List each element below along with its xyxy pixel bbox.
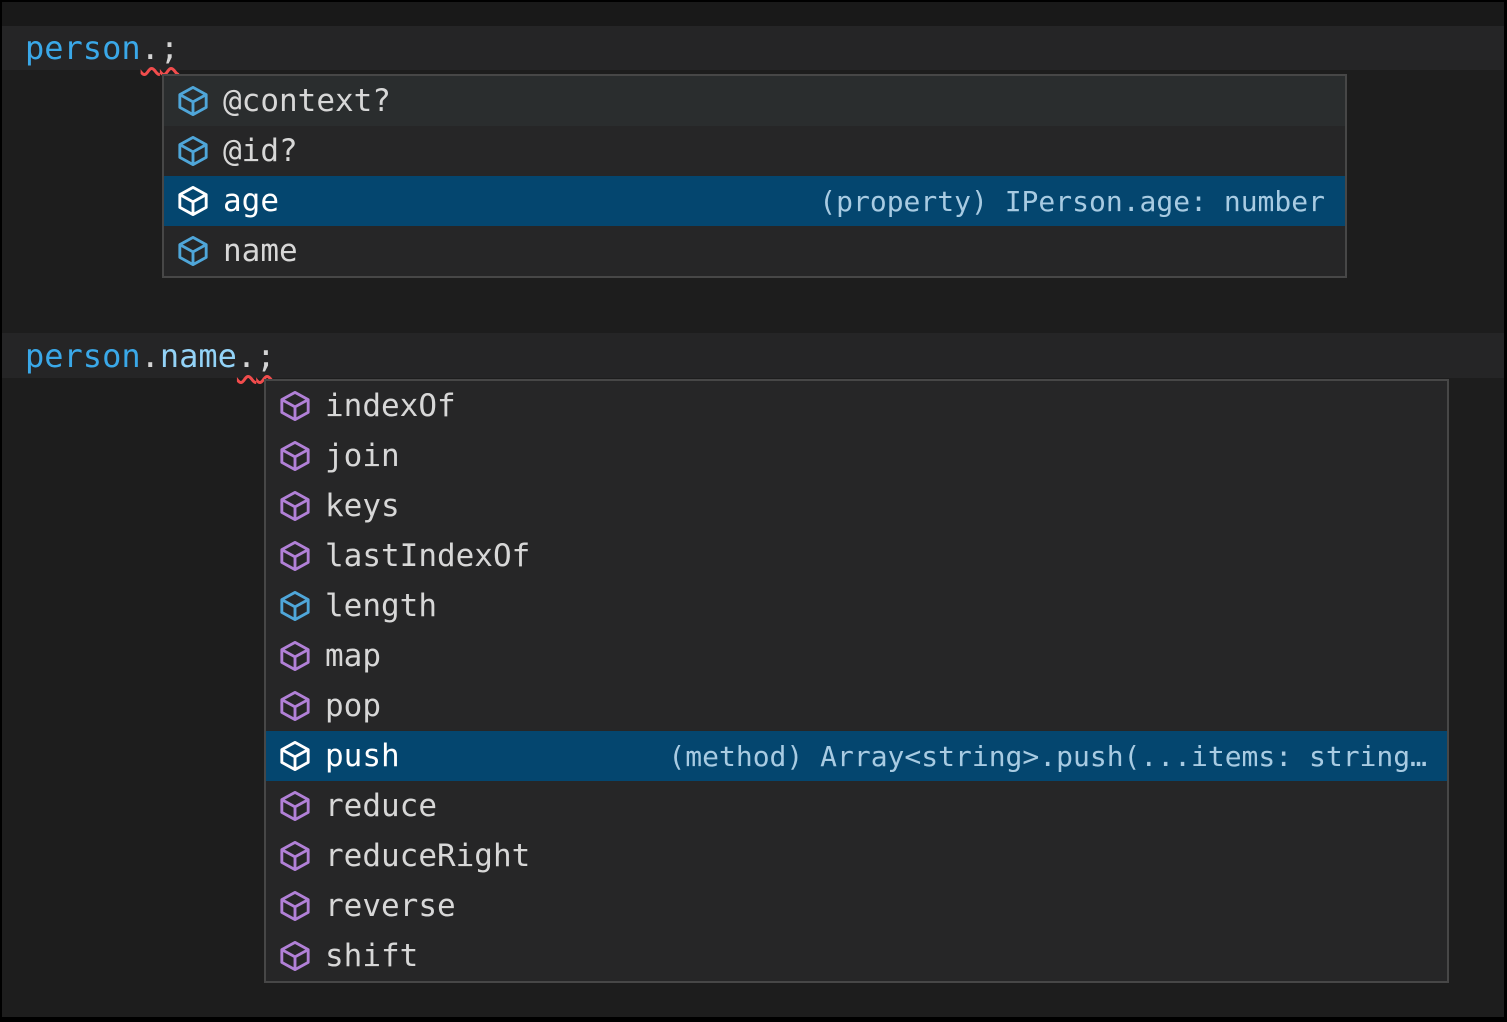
symbol-field-icon bbox=[176, 234, 210, 268]
symbol-field-icon bbox=[278, 589, 312, 623]
suggestion-label: reduce bbox=[325, 788, 437, 824]
symbol-method-icon bbox=[278, 889, 312, 923]
suggest-widget-1: @context? @id? age (property) IPerson.age: … bbox=[162, 74, 1347, 278]
code-line-1[interactable]: person.; bbox=[25, 26, 179, 70]
symbol-method-icon bbox=[278, 539, 312, 573]
suggestion-item[interactable]: indexOf bbox=[266, 381, 1447, 431]
code-line-2[interactable]: person.name.; bbox=[25, 334, 275, 378]
suggestion-label: indexOf bbox=[325, 388, 456, 424]
code-token: person bbox=[25, 29, 141, 67]
suggestion-label: age bbox=[223, 183, 279, 219]
current-line-highlight-2 bbox=[2, 333, 1504, 378]
code-token-error: ; bbox=[256, 337, 276, 375]
symbol-method-icon bbox=[278, 789, 312, 823]
suggestion-label: @id? bbox=[223, 133, 298, 169]
suggestion-item[interactable]: join bbox=[266, 431, 1447, 481]
suggestion-label: name bbox=[223, 233, 298, 269]
suggestion-item[interactable]: reverse bbox=[266, 881, 1447, 931]
code-token: person bbox=[25, 337, 141, 375]
suggestion-label: map bbox=[325, 638, 381, 674]
suggestion-item[interactable]: reduce bbox=[266, 781, 1447, 831]
current-line-highlight-1 bbox=[2, 26, 1504, 70]
symbol-method-icon bbox=[278, 489, 312, 523]
symbol-field-icon bbox=[176, 184, 210, 218]
symbol-method-icon bbox=[278, 639, 312, 673]
code-token-error: ; bbox=[159, 29, 180, 67]
suggestion-item[interactable]: push (method) Array<string>.push(...items… bbox=[266, 731, 1447, 781]
symbol-method-icon bbox=[278, 739, 312, 773]
symbol-method-icon bbox=[278, 389, 312, 423]
symbol-field-icon bbox=[176, 84, 210, 118]
suggestion-label: join bbox=[325, 438, 400, 474]
suggestion-item[interactable]: age (property) IPerson.age: number bbox=[164, 176, 1345, 226]
suggestion-item[interactable]: reduceRight bbox=[266, 831, 1447, 881]
suggestion-label: shift bbox=[325, 938, 419, 974]
suggestion-item[interactable]: name bbox=[164, 226, 1345, 276]
symbol-method-icon bbox=[278, 839, 312, 873]
suggestion-detail: (method) Array<string>.push(...items: st… bbox=[668, 739, 1427, 773]
suggestion-label: reduceRight bbox=[325, 838, 531, 874]
editor-top-strip bbox=[2, 2, 1504, 26]
suggestion-label: reverse bbox=[325, 888, 456, 924]
symbol-method-icon bbox=[278, 689, 312, 723]
suggestion-label: pop bbox=[325, 688, 381, 724]
suggestion-item[interactable]: @id? bbox=[164, 126, 1345, 176]
suggestion-label: @context? bbox=[223, 83, 391, 119]
symbol-method-icon bbox=[278, 939, 312, 973]
suggestion-item[interactable]: map bbox=[266, 631, 1447, 681]
suggestion-label: lastIndexOf bbox=[325, 538, 531, 574]
code-token-error: . bbox=[236, 337, 257, 375]
suggestion-label: push bbox=[325, 738, 400, 774]
code-token: . bbox=[140, 337, 160, 375]
suggest-widget-2: indexOf join keys lastIndexOf length map pop pu… bbox=[264, 379, 1449, 983]
suggestion-label: length bbox=[325, 588, 437, 624]
suggestion-label: keys bbox=[325, 488, 400, 524]
suggestion-item[interactable]: @context? bbox=[164, 76, 1345, 126]
symbol-method-icon bbox=[278, 439, 312, 473]
suggestion-item[interactable]: lastIndexOf bbox=[266, 531, 1447, 581]
suggestion-item[interactable]: length bbox=[266, 581, 1447, 631]
code-token: name bbox=[159, 337, 237, 375]
suggestion-item[interactable]: keys bbox=[266, 481, 1447, 531]
suggestion-item[interactable]: pop bbox=[266, 681, 1447, 731]
code-token-error: . bbox=[140, 29, 160, 67]
suggestion-detail: (property) IPerson.age: number bbox=[819, 184, 1325, 218]
suggestion-item[interactable]: shift bbox=[266, 931, 1447, 981]
symbol-field-icon bbox=[176, 134, 210, 168]
